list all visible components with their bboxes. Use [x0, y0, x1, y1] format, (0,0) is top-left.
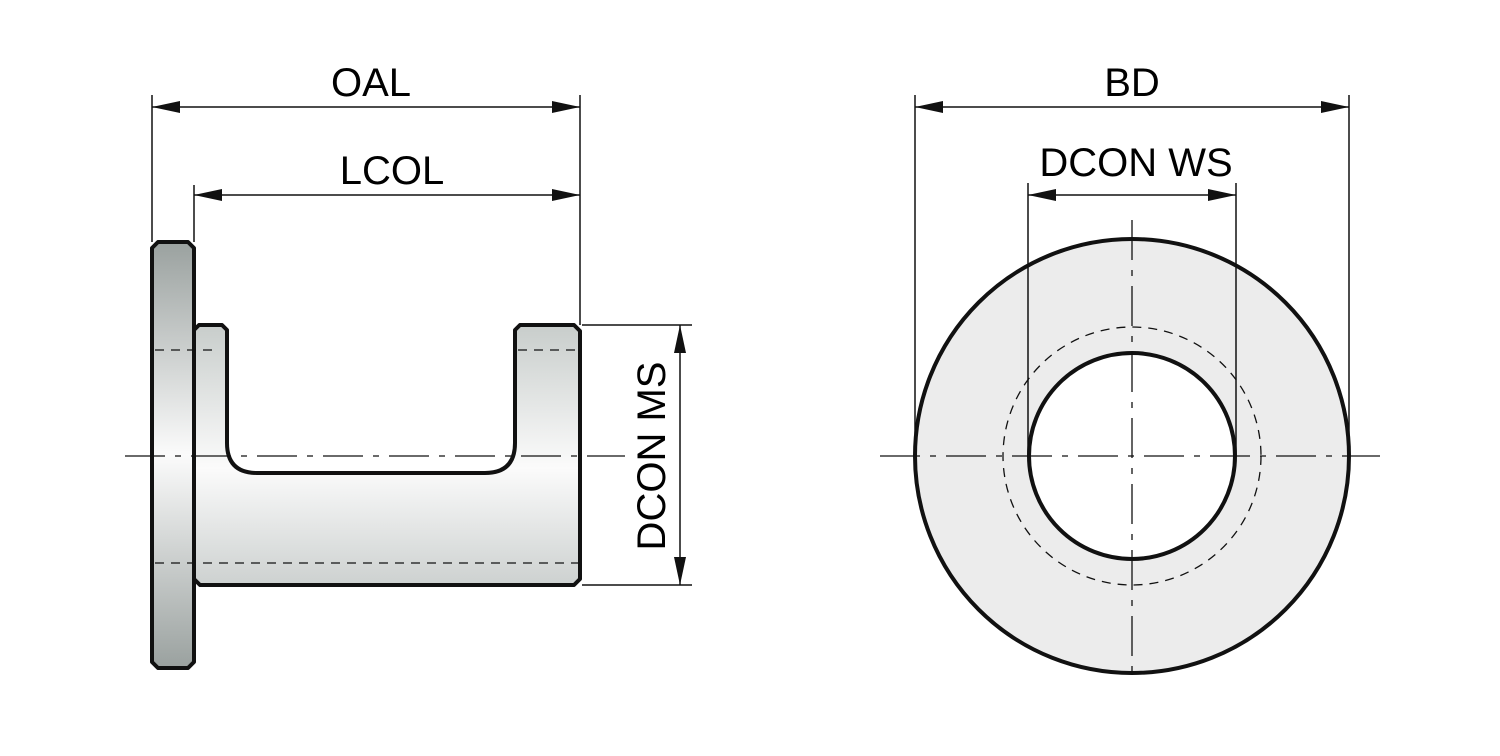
lcol-label: LCOL — [340, 149, 445, 193]
dcon-ms-label: DCON MS — [630, 362, 674, 551]
front-view: BD DCON WS — [880, 61, 1380, 680]
body-profile — [192, 323, 582, 587]
flange-profile — [150, 240, 196, 670]
dcon-ws-label: DCON WS — [1039, 141, 1232, 185]
side-view: OAL LCOL DCON MS — [125, 61, 692, 670]
oal-label: OAL — [331, 61, 411, 105]
bd-label: BD — [1104, 61, 1160, 105]
